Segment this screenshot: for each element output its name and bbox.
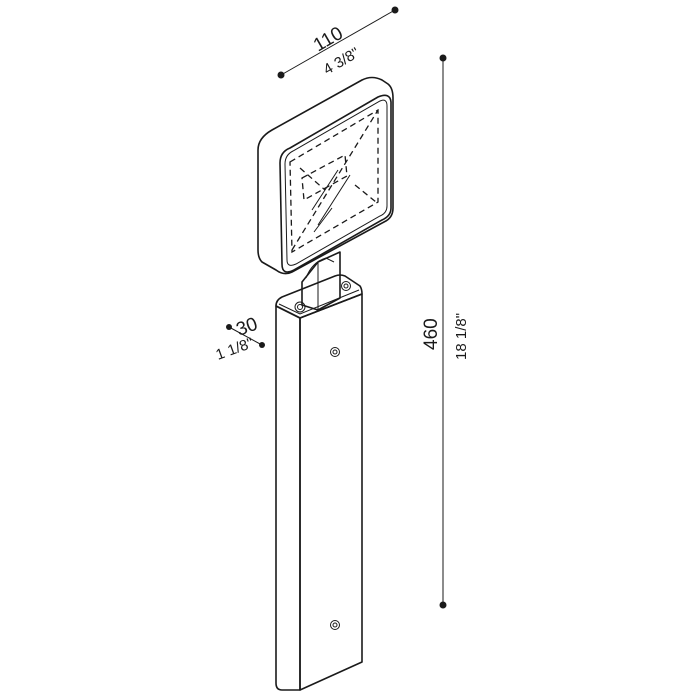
height-dimension: 460 18 1/8" (421, 54, 470, 609)
lamp-bracket (301, 251, 341, 311)
lamp-head (257, 76, 394, 275)
height-mm-label: 460 (421, 318, 442, 350)
lamp-post (275, 274, 363, 691)
screw-icon (330, 347, 340, 357)
height-inch-label: 18 1/8" (453, 313, 470, 360)
screw-icon (330, 620, 340, 630)
depth-dimension: 30 1 1/8" (214, 314, 265, 364)
depth-inch-label: 1 1/8" (214, 335, 256, 364)
width-dimension: 110 4 3/8" (277, 6, 399, 79)
